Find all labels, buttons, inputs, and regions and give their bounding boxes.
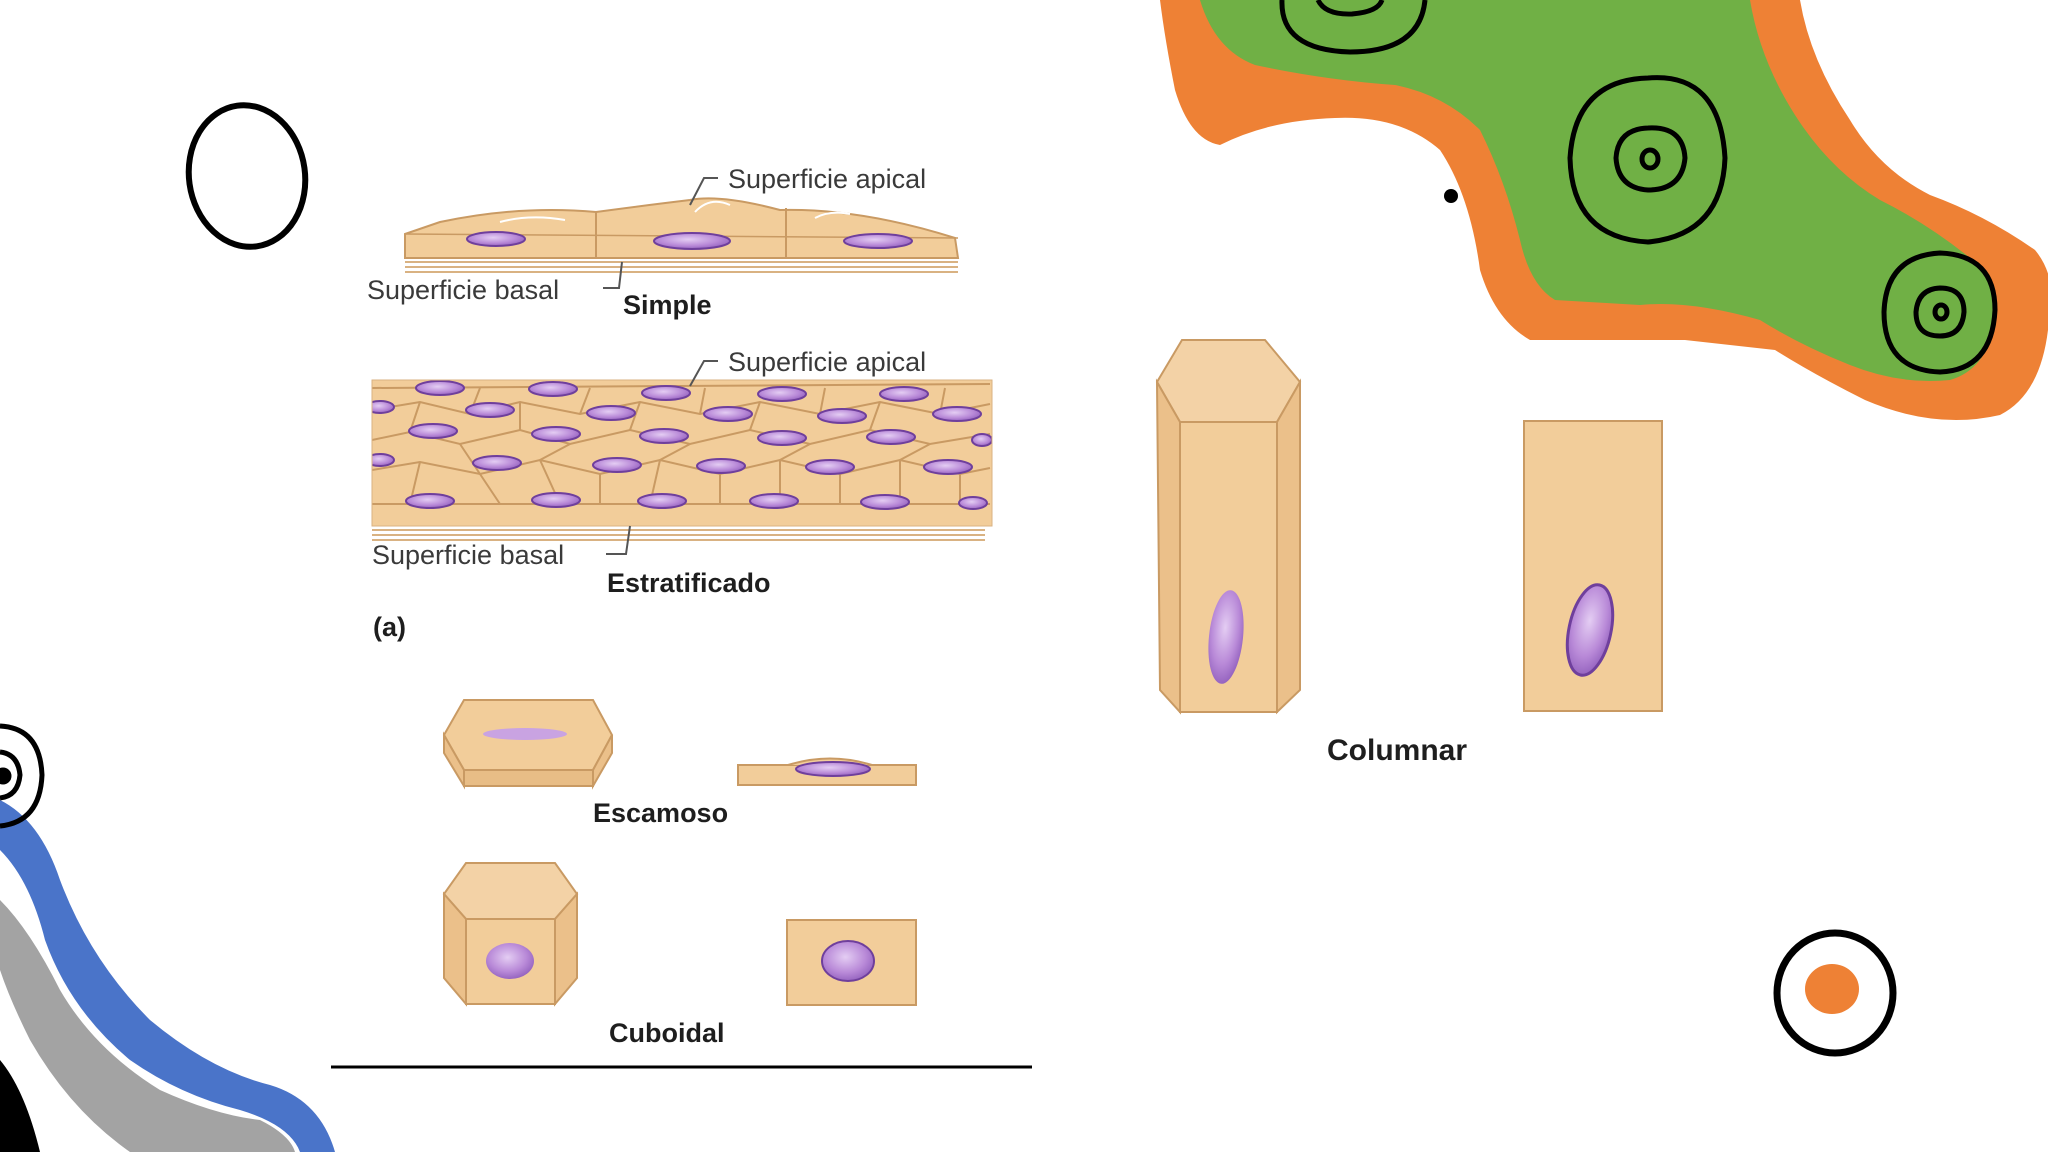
- label-apical-surface: Superficie apical: [728, 164, 926, 194]
- nucleus: [366, 401, 394, 413]
- nucleus: [640, 429, 688, 443]
- squamous-cell-3d: [444, 700, 612, 786]
- nucleus: [933, 407, 981, 421]
- nucleus: [750, 494, 798, 508]
- simple-epithelium-diagram: [405, 198, 958, 272]
- nucleus: [880, 387, 928, 401]
- nucleus: [758, 431, 806, 445]
- nucleus: [467, 232, 525, 246]
- label-basal-surface: Superficie basal: [367, 275, 559, 305]
- squamous-cell-section: [738, 759, 916, 786]
- nucleus: [638, 494, 686, 508]
- label-columnar: Columnar: [1327, 734, 1467, 767]
- nucleus: [806, 460, 854, 474]
- dot-icon: [1444, 189, 1458, 203]
- nucleus: [844, 234, 912, 248]
- nucleus: [587, 406, 635, 420]
- nucleus: [532, 493, 580, 507]
- ring-icon: [180, 98, 315, 255]
- nucleus: [758, 387, 806, 401]
- black-wave: [0, 1060, 40, 1152]
- nucleus: [532, 427, 580, 441]
- decorative-blob-top-right: [1160, 0, 2048, 420]
- columnar-cell-section: [1524, 421, 1662, 711]
- columnar-cell-3d: [1157, 340, 1300, 712]
- label-apical-surface: Superficie apical: [728, 347, 926, 377]
- nucleus: [642, 386, 690, 400]
- basal-leader-line: [603, 262, 622, 288]
- nucleus: [959, 497, 987, 509]
- nucleus: [409, 424, 457, 438]
- nucleus: [529, 382, 577, 396]
- cuboidal-cell-3d: [444, 863, 577, 1004]
- nucleus: [406, 494, 454, 508]
- nucleus: [861, 495, 909, 509]
- nucleus: [466, 403, 514, 417]
- stratified-epithelium-diagram: [366, 380, 992, 540]
- nucleus: [593, 458, 641, 472]
- orange-dot-ring-icon: [1777, 933, 1893, 1053]
- nucleus: [972, 434, 992, 446]
- nucleus: [486, 943, 534, 979]
- nucleus: [818, 409, 866, 423]
- cuboidal-cell-section: [787, 920, 916, 1005]
- nucleus: [867, 430, 915, 444]
- nucleus: [822, 941, 874, 981]
- label-squamous: Escamoso: [593, 798, 728, 828]
- label-cuboidal: Cuboidal: [609, 1018, 725, 1048]
- nucleus: [697, 459, 745, 473]
- nucleus: [654, 233, 730, 249]
- nucleus: [796, 762, 870, 776]
- nucleus: [704, 407, 752, 421]
- panel-marker: (a): [373, 612, 406, 642]
- nucleus: [483, 728, 567, 740]
- nucleus: [924, 460, 972, 474]
- nucleus: [416, 381, 464, 395]
- nucleus: [473, 456, 521, 470]
- nucleus: [366, 454, 394, 466]
- label-simple: Simple: [623, 290, 712, 320]
- label-stratified: Estratificado: [607, 568, 771, 598]
- label-basal-surface: Superficie basal: [372, 540, 564, 570]
- decorative-waves-bottom-left: [0, 726, 335, 1152]
